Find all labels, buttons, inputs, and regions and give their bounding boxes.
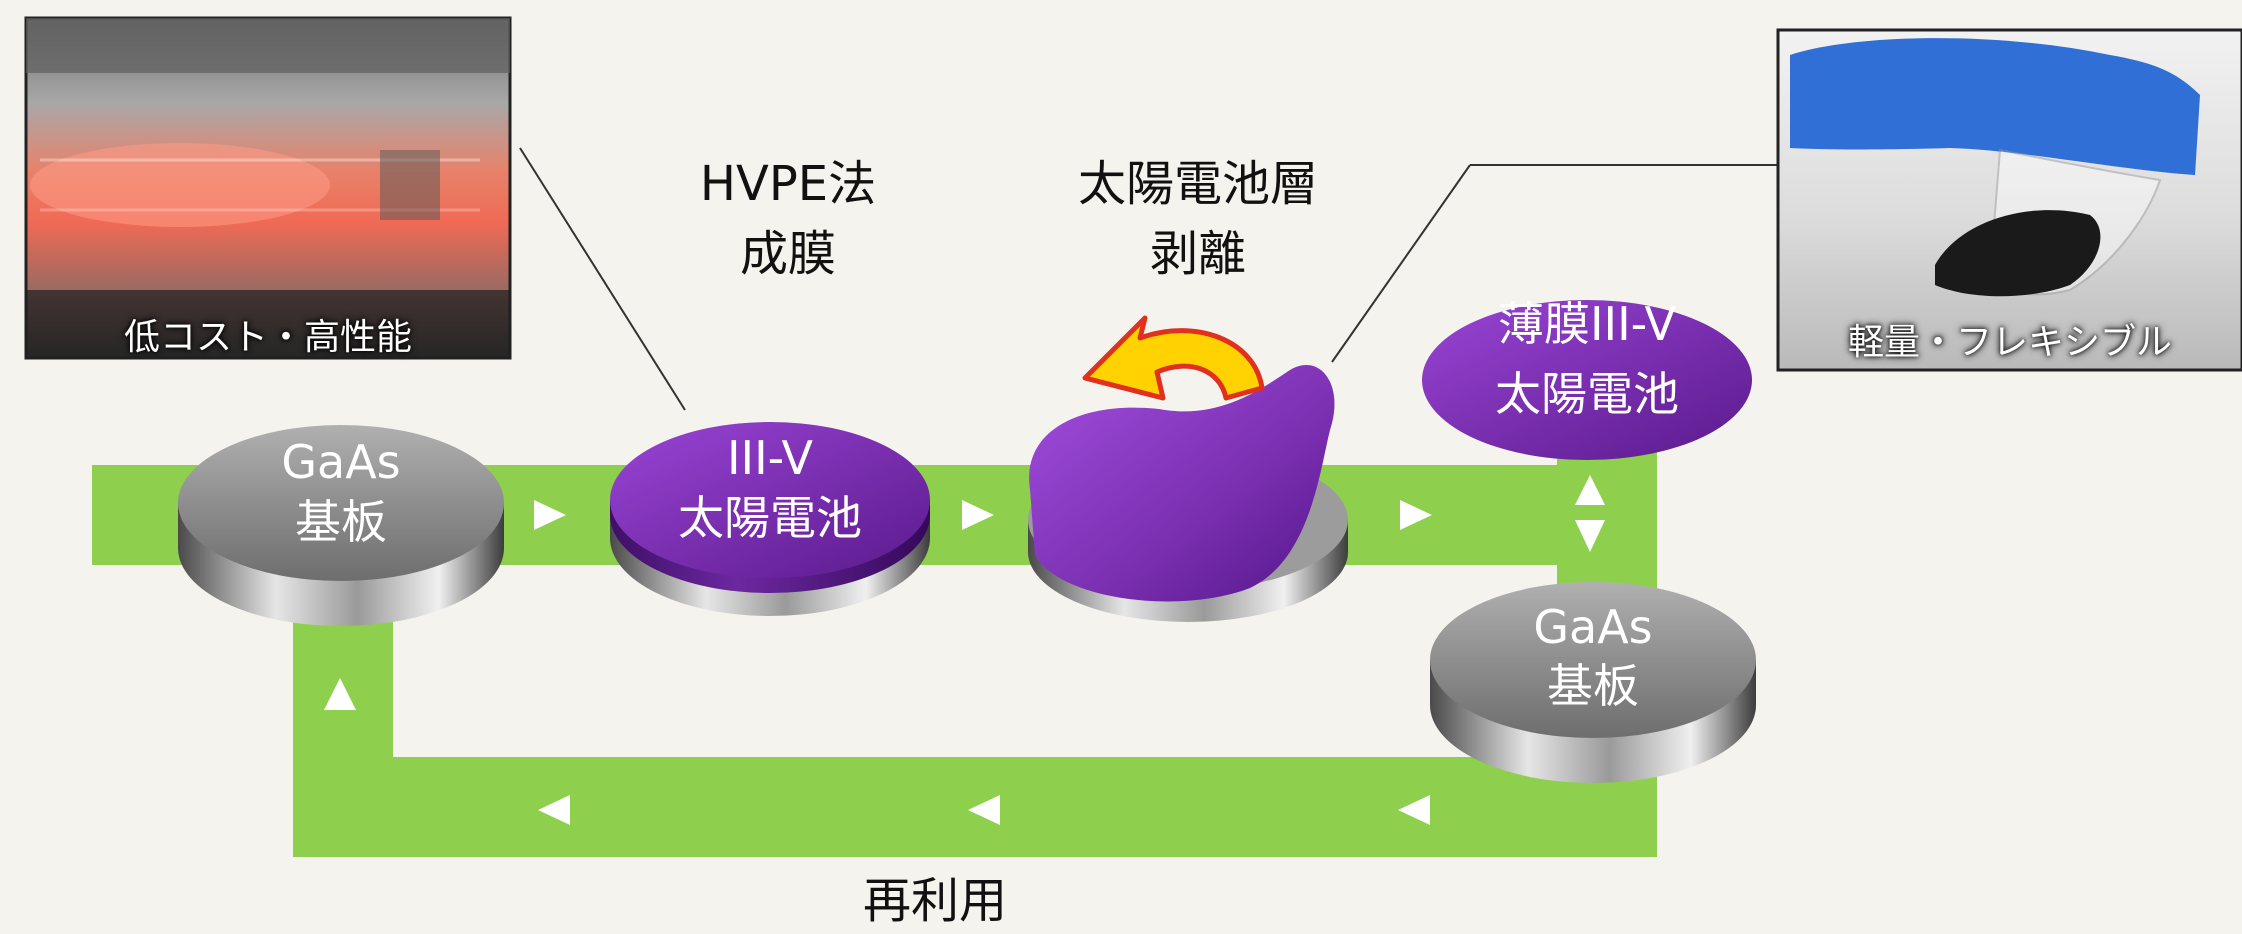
thin-cell-line1: 薄膜III-V	[1498, 297, 1677, 351]
gaas-end-line1: GaAs	[1533, 600, 1652, 654]
glove	[1790, 38, 2200, 175]
connector-line	[1331, 164, 1471, 363]
thin-cell-line2: 太陽電池	[1495, 367, 1679, 421]
flow-arrows	[324, 475, 1605, 825]
step-peel-line2: 剥離	[1150, 226, 1246, 282]
iii-v-line2: 太陽電池	[678, 491, 862, 545]
right-arrow-icon	[534, 500, 566, 530]
flexible-film	[1935, 210, 2101, 297]
left-arrow-icon	[538, 795, 570, 825]
left-arrow-icon	[968, 795, 1000, 825]
step-hvpe-line2: 成膜	[740, 226, 836, 282]
step-peel-line1: 太陽電池層	[1078, 156, 1318, 212]
step-hvpe-line1: HVPE法	[700, 156, 876, 212]
flexible-caption: 軽量・フレキシブル	[1847, 322, 2172, 363]
peel-arrow-icon	[1082, 315, 1265, 401]
gaas-end-line2: 基板	[1547, 659, 1639, 713]
flexible-cell-photo	[1776, 28, 2242, 372]
gaas-start-line1: GaAs	[281, 435, 400, 489]
right-arrow-icon	[1400, 500, 1432, 530]
up-arrow-icon	[324, 678, 356, 710]
gaas-reused-disc: GaAs 基板	[1430, 582, 1756, 783]
left-arrow-icon	[1398, 795, 1430, 825]
right-arrow-icon	[962, 500, 994, 530]
iii-v-line1: III-V	[727, 431, 814, 485]
gaas-start-line2: 基板	[295, 495, 387, 549]
reactor-photo	[24, 16, 512, 360]
thin-film-cell-disc: 薄膜III-V 太陽電池	[1422, 297, 1752, 460]
iii-v-cell-disc: III-V 太陽電池	[610, 422, 930, 616]
peeled-film	[1029, 364, 1335, 602]
down-arrow-icon	[1575, 520, 1605, 552]
reactor-caption: 低コスト・高性能	[123, 317, 412, 358]
up-arrow-icon	[1575, 475, 1605, 505]
gaas-substrate-disc: GaAs 基板	[178, 425, 504, 626]
connector-line	[519, 147, 686, 411]
reuse-label: 再利用	[863, 873, 1007, 929]
peeling-disc	[1028, 315, 1348, 622]
